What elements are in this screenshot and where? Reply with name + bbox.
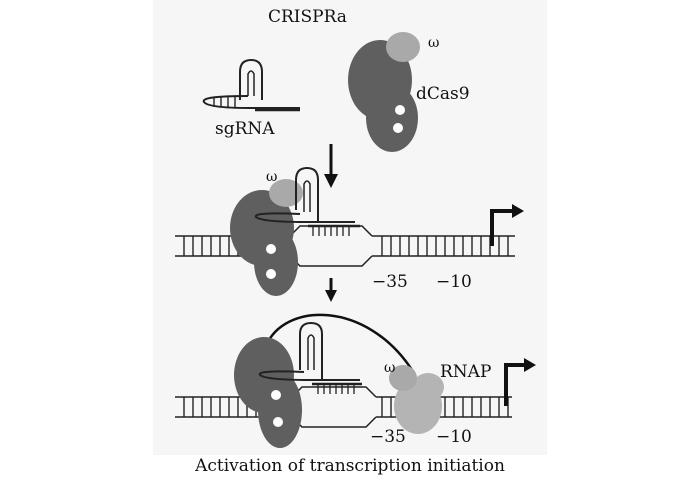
minus35-label-bottom: −35	[370, 427, 406, 447]
dcas9-label: dCas9	[416, 84, 470, 104]
tss-arrow-middle	[490, 204, 524, 246]
linker-curve	[264, 313, 414, 371]
dcas9-free	[348, 32, 420, 152]
arrow-down-2	[325, 278, 337, 302]
sgrna-bound-middle	[254, 166, 360, 236]
dcas9-bound-bottom	[234, 337, 302, 448]
sgrna-free	[202, 58, 300, 112]
omega-label-bottom: ω	[384, 360, 395, 376]
rnap-complex	[389, 365, 444, 434]
minus10-label-middle: −10	[436, 272, 472, 292]
dna-bottom	[175, 386, 512, 428]
minus35-label-middle: −35	[372, 272, 408, 292]
arrow-down-1	[324, 144, 338, 188]
omega-subunit-middle	[269, 179, 303, 207]
omega-label-middle: ω	[266, 169, 277, 185]
dcas9-bound-middle	[230, 179, 303, 296]
omega-subunit-bottom	[389, 365, 417, 391]
figure-caption: Activation of transcription initiation	[195, 456, 505, 476]
rnap-label: RNAP	[440, 362, 491, 382]
omega-subunit-top	[386, 32, 420, 62]
dna-middle	[175, 225, 515, 267]
tss-arrow-bottom	[504, 358, 536, 406]
minus10-label-bottom: −10	[436, 427, 472, 447]
sgrna-bound-bottom	[258, 321, 362, 394]
omega-label-top: ω	[428, 35, 439, 51]
title-crispra: CRISPRa	[268, 7, 347, 27]
sgrna-label: sgRNA	[215, 119, 275, 139]
